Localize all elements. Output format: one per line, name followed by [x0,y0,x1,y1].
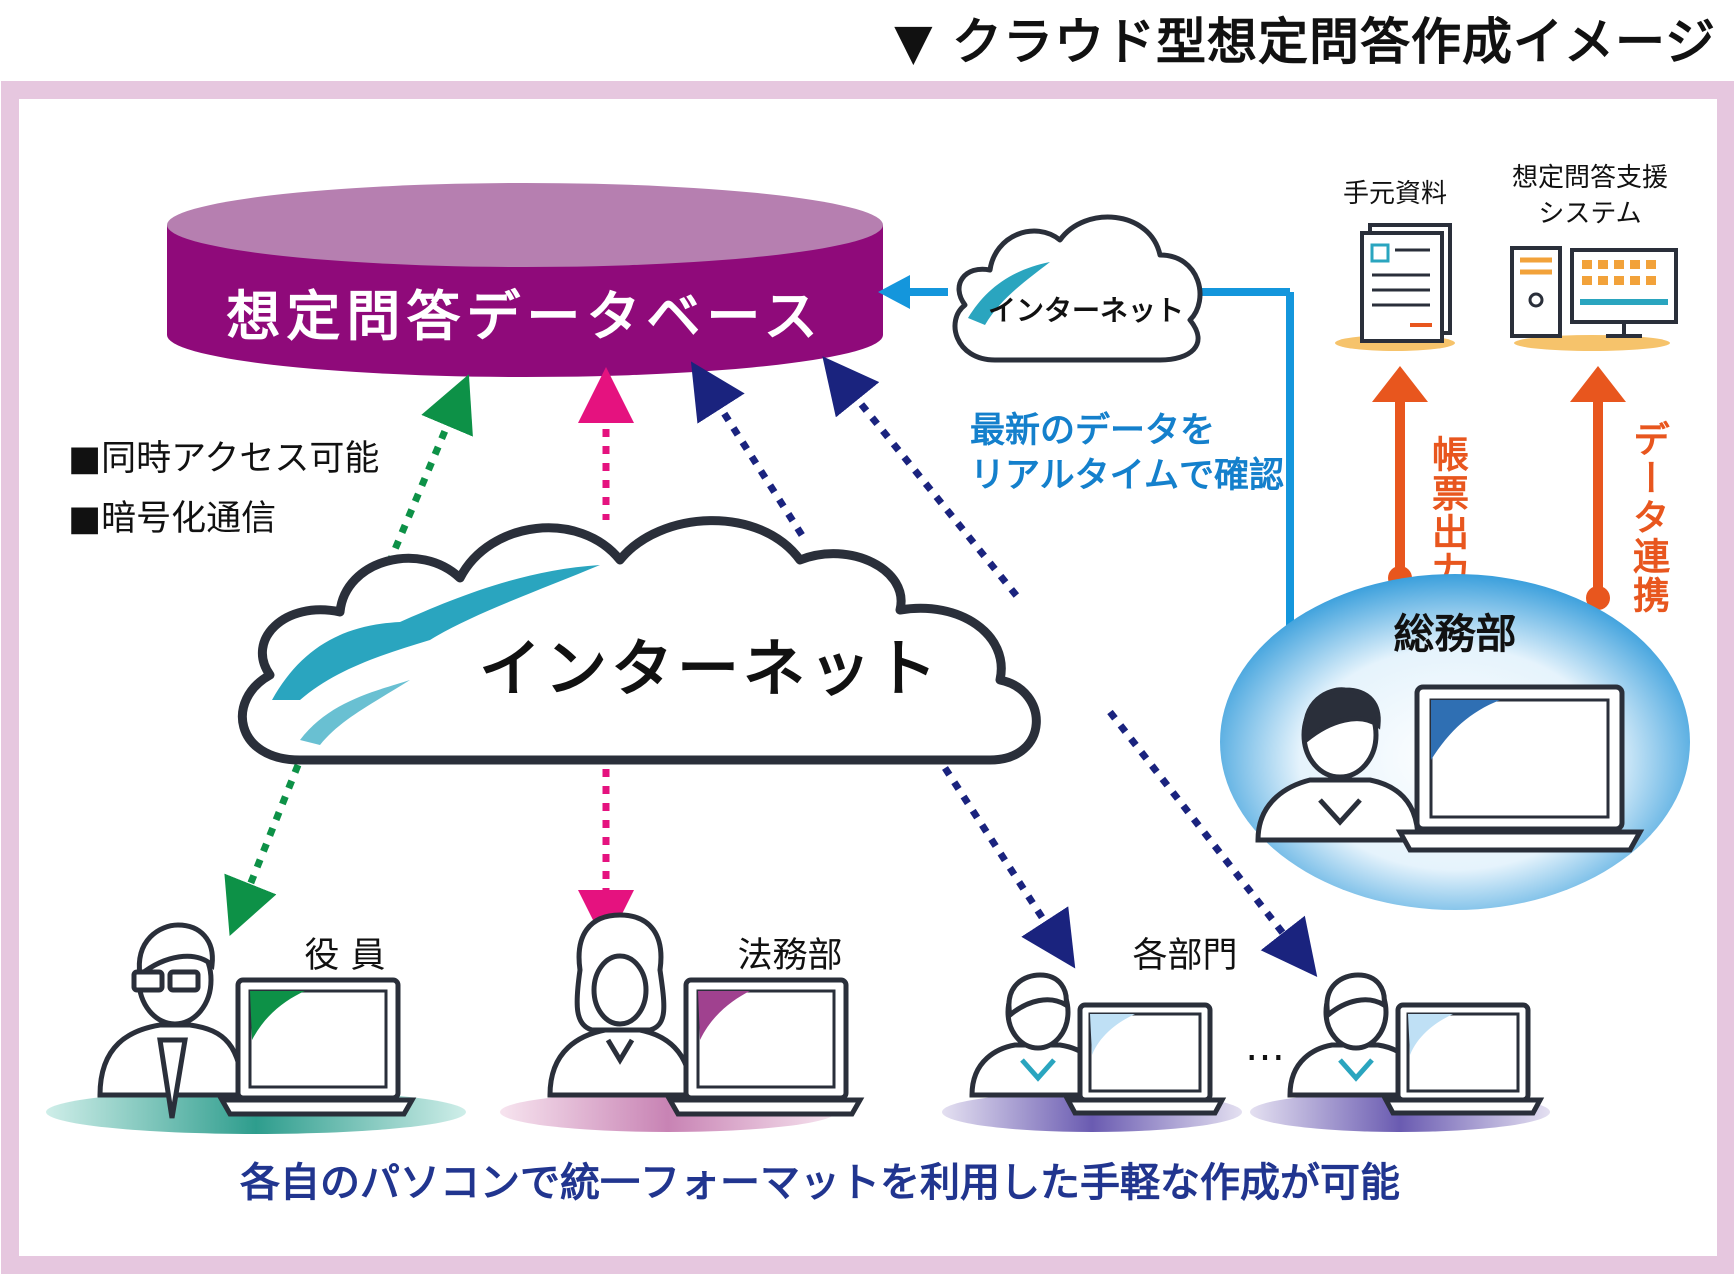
general-affairs-bubble: 総務部 [1220,574,1690,910]
report-output-label: 帳票出力 [1426,435,1470,591]
internet-main-label: インターネット [479,632,941,705]
system-label: 想定問答支援 [1512,163,1668,193]
department-user-a [942,972,1242,1132]
legal-user: 法務部 [500,912,865,1132]
data-link-label: データ連携 [1627,420,1671,615]
page-title: ▼ クラウド型想定問答作成イメージ [894,13,1716,71]
computer-system-icon [1510,246,1678,351]
laptop-icon [1381,1002,1545,1116]
feature-item: ■同時アクセス可能 [68,439,379,479]
department-user-b [1250,972,1550,1132]
data-link-arrow [1570,366,1626,610]
internet-small-label: インターネット [988,294,1184,327]
database-label: 想定問答データベース [226,285,823,348]
document-icon [1335,223,1455,351]
internet-cloud-main: インターネット [237,516,1041,765]
realtime-note-line: 最新のデータを [970,410,1215,451]
laptop-icon [1063,1002,1227,1116]
connectors [224,356,1318,978]
database-cylinder: 想定問答データベース [167,183,883,377]
bottom-caption: 各自のパソコンで統一フォーマットを利用した手軽な作成が可能 [240,1160,1400,1206]
system-label: システム [1538,199,1641,229]
general-affairs-label: 総務部 [1394,610,1517,658]
each-dept-label: 各部門 [1132,936,1237,976]
internet-cloud-small: インターネット [952,214,1203,363]
outer-frame [1,81,1734,1274]
laptop-icon [1395,684,1645,853]
executive-label: 役 員 [304,936,385,976]
legal-label: 法務部 [737,936,842,976]
laptop-icon [217,977,417,1117]
report-output-arrow [1372,366,1428,590]
executive-user: 役 員 [46,922,466,1134]
ellipsis: … [1245,1024,1285,1070]
documents-label: 手元資料 [1343,179,1447,209]
laptop-icon [665,977,865,1117]
feature-item: ■暗号化通信 [68,499,276,539]
realtime-note-line: リアルタイムで確認 [970,456,1284,496]
